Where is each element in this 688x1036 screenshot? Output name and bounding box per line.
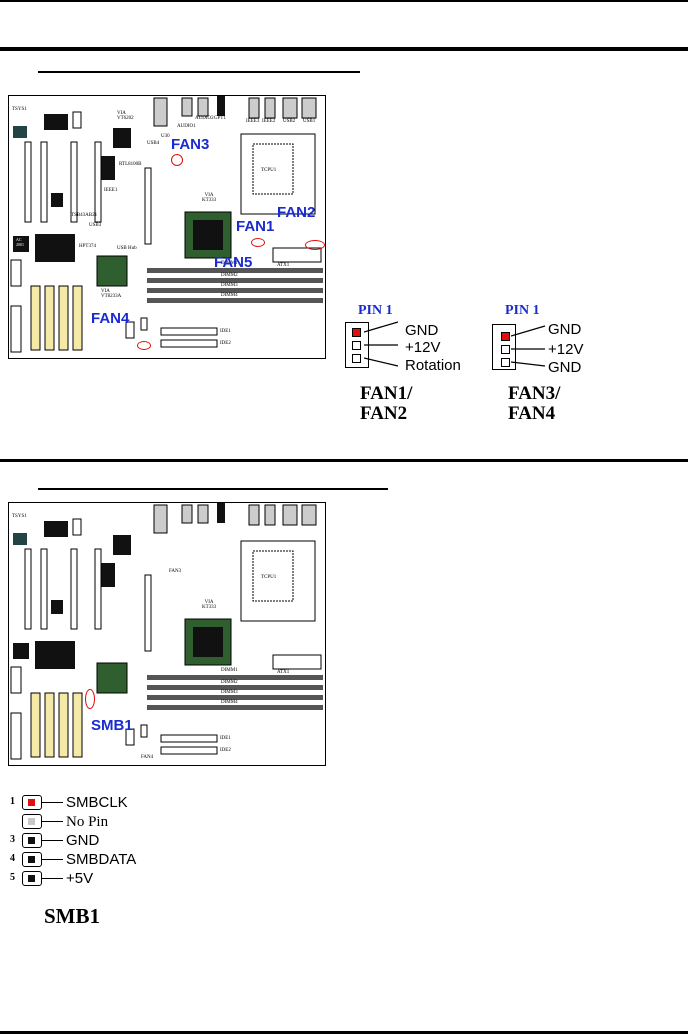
fan3-caption-line2: FAN4 <box>508 403 556 424</box>
board-label-usb2: USB2 <box>283 119 296 124</box>
smb-pin-label: SMBCLK <box>66 794 128 811</box>
fan3-caption-line1: FAN3/ <box>508 383 561 404</box>
board2-label-atx1: ATX1 <box>277 670 290 675</box>
callout-fan3: FAN3 <box>171 136 210 153</box>
board-label-ac2001: AC 2001 <box>16 237 24 247</box>
smb-pin-label: +5V <box>66 870 94 887</box>
smb-pin-box <box>22 795 42 810</box>
fan1-pin-3 <box>352 354 361 363</box>
fan1-pin1-label: PIN 1 <box>358 303 393 318</box>
board2-label-ide2: IDE2 <box>220 748 231 753</box>
board-label-u30: U30 <box>161 134 170 139</box>
fan3-pin-3 <box>501 358 510 367</box>
callout-fan2: FAN2 <box>277 204 316 221</box>
board2-label-fan4: FAN4 <box>141 755 154 760</box>
board2-label-dimm1: DIMM1 <box>221 668 238 673</box>
fan1-pin-2 <box>352 341 361 350</box>
fan3-pin-2 <box>501 345 510 354</box>
board2-label-dimm3: DIMM3 <box>221 690 238 695</box>
fan3-pin3-function: GND <box>548 359 582 376</box>
section1-heading-underline <box>38 71 360 73</box>
smb-pin-label: SMBDATA <box>66 851 137 868</box>
board-label-usb-hub: USB Hub <box>117 246 137 251</box>
board-label-ieee2: IEEE2 <box>262 119 276 124</box>
board2-label-via-kt333: VIA KT333 <box>202 600 217 610</box>
smb-pin-box <box>22 814 42 829</box>
fan3-leader-lines <box>511 325 546 367</box>
fan1-caption-line2: FAN2 <box>360 403 408 424</box>
callout-fan1: FAN1 <box>236 218 275 235</box>
fan4-marker <box>137 341 151 350</box>
fan1-pin1-function: GND <box>405 322 439 339</box>
board-label-ide2: IDE2 <box>220 341 231 346</box>
board-label-tcpu1: TCPU1 <box>261 168 277 173</box>
footer-rule <box>0 1031 688 1034</box>
callout-smb1: SMB1 <box>91 717 133 734</box>
fan1-fan2-marker <box>305 240 325 250</box>
smb-pin-label: No Pin <box>66 814 109 830</box>
board-label-rtl8100b: RTL8100B <box>119 162 142 167</box>
board2-label-ide1: IDE1 <box>220 736 231 741</box>
smb-pin-label: GND <box>66 832 100 849</box>
header-thick-rule <box>0 47 688 51</box>
smb-pinout: 1 SMBCLK No Pin 3 GND 4 SMBDATA 5 +5V <box>0 795 300 905</box>
board-label-audio1: AUDIO1 <box>177 124 196 129</box>
fan3-pin1-label: PIN 1 <box>505 303 540 318</box>
board-label-via-kt333: VIA KT333 <box>202 193 217 203</box>
smb-pin-box <box>22 871 42 886</box>
board2-label-tcpu1: TCPU1 <box>261 575 277 580</box>
fan3-pin2-function: +12V <box>548 341 584 358</box>
motherboard-layout-svg-2 <box>10 503 323 760</box>
motherboard-diagram-smb: TSYS1 VIA KT333 TCPU1 ATX1 DIMM1 DIMM2 D… <box>8 502 326 766</box>
board-label-via-vt8233a: VIA VT8233A <box>101 289 122 299</box>
smb-pin-number: 5 <box>10 872 15 883</box>
smb-pin-number: 1 <box>10 796 15 807</box>
fan3-pin1-function: GND <box>548 321 582 338</box>
board2-label-tsys: TSYS1 <box>12 514 27 519</box>
fan1-leader-lines <box>364 321 399 367</box>
fan1-pin3-function: Rotation <box>405 357 461 374</box>
board-label-ieee1: IEEE1 <box>104 188 118 193</box>
board-label-hpt374: HPT374 <box>79 244 96 249</box>
board-label-audio2: AUDIO2 <box>195 116 214 121</box>
motherboard-diagram-fan: TSYS1 VIA VT6202 AUDIO1 AUDIO2 GPT1 IEEE… <box>8 95 326 359</box>
smb-pin-box <box>22 852 42 867</box>
board-label-usb1: USB1 <box>303 119 316 124</box>
fan3-pin-1 <box>501 332 510 341</box>
board-label-gpt1: GPT1 <box>214 116 226 121</box>
board-label-dimm4: DIMM4 <box>221 293 238 298</box>
smb-caption: SMB1 <box>44 904 101 928</box>
board-label-usb4: USB4 <box>147 141 160 146</box>
board-label-tsys: TSYS1 <box>12 107 27 112</box>
fan1-pin-1 <box>352 328 361 337</box>
board2-label-dimm4: DIMM4 <box>221 700 238 705</box>
board-label-usb3: USB3 <box>89 223 102 228</box>
fan5-marker <box>251 238 265 247</box>
callout-fan5: FAN5 <box>214 254 253 271</box>
board-label-dimm1: DIMM1 <box>221 261 238 266</box>
fan3-marker <box>171 154 183 166</box>
section-divider-rule <box>0 459 688 462</box>
smb-pin-number: 3 <box>10 834 15 845</box>
board-label-ieee3: IEEE3 <box>246 119 260 124</box>
smb-pin-number: 4 <box>10 853 15 864</box>
section2-heading-underline <box>38 488 388 490</box>
board2-label-dimm2: DIMM2 <box>221 680 238 685</box>
board-label-via-vt6202: VIA VT6202 <box>117 111 134 121</box>
callout-fan4: FAN4 <box>91 310 130 327</box>
board-label-atx1: ATX1 <box>277 263 290 268</box>
top-border-rule <box>0 0 688 2</box>
board-label-dimm3: DIMM3 <box>221 283 238 288</box>
smb-pin-box <box>22 833 42 848</box>
fan1-pin2-function: +12V <box>405 339 441 356</box>
board-label-dimm2: DIMM2 <box>221 273 238 278</box>
fan1-caption-line1: FAN1/ <box>360 383 413 404</box>
board-label-ide1: IDE1 <box>220 329 231 334</box>
board-label-tsb43ab21: TSB43AB21 <box>71 213 98 218</box>
smb1-marker <box>85 689 95 709</box>
motherboard-layout-svg <box>10 96 323 353</box>
board2-label-fan3: FAN3 <box>169 569 182 574</box>
